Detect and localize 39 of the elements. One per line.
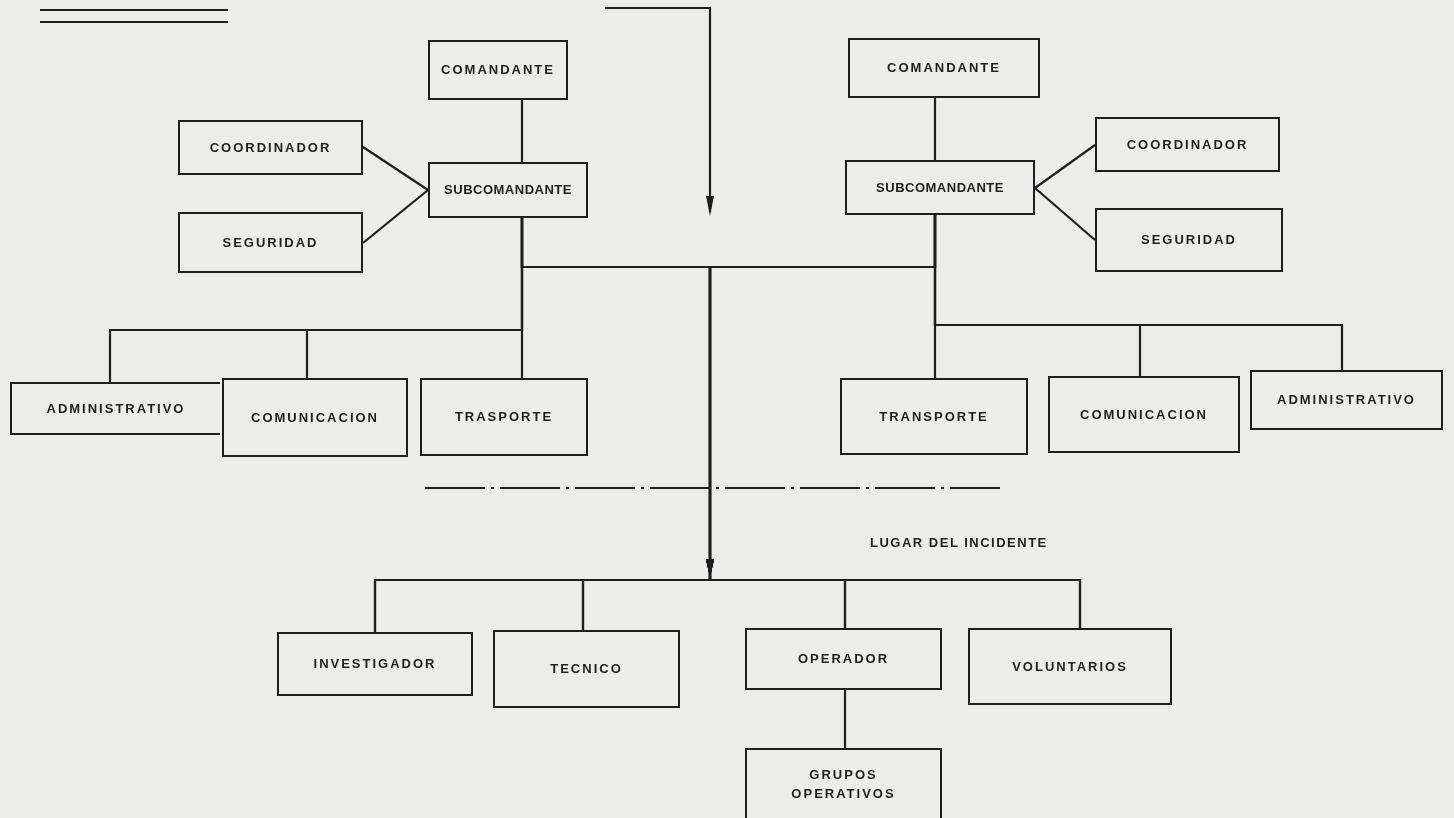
- org-box: [968, 628, 1172, 705]
- org-box: [745, 628, 942, 690]
- org-box: [178, 212, 363, 273]
- box-label: SEGURIDAD: [1141, 231, 1237, 250]
- org-box: [845, 160, 1035, 215]
- box-label: VOLUNTARIOS: [1012, 657, 1128, 676]
- box-label: COORDINADOR: [1126, 135, 1249, 154]
- org-box: [745, 748, 942, 818]
- org-box: [178, 120, 363, 175]
- box-label: ADMINISTRATIVO: [46, 399, 186, 418]
- org-box: [1250, 370, 1443, 430]
- box-label: OPERADOR: [797, 650, 890, 669]
- org-box: [848, 38, 1040, 98]
- box-label: TRANSPORTE: [879, 407, 989, 426]
- box-label: TECNICO: [550, 660, 623, 679]
- org-box: [277, 632, 473, 696]
- box-label: COMUNICACION: [251, 408, 379, 427]
- box-label: SUBCOMANDANTE: [876, 178, 1004, 197]
- box-label: SUBCOMANDANTE: [444, 181, 572, 200]
- box-label: SEGURIDAD: [222, 233, 319, 252]
- box-label: COORDINADOR: [209, 138, 332, 157]
- org-box: [1048, 376, 1240, 453]
- org-box: [1095, 117, 1280, 172]
- area-label: LUGAR DEL INCIDENTE: [870, 535, 1048, 550]
- box-label: INVESTIGADOR: [313, 655, 437, 674]
- org-box: [420, 378, 588, 456]
- org-box: [10, 382, 220, 435]
- box-label: ADMINISTRATIVO: [1277, 391, 1416, 410]
- box-label: TRASPORTE: [454, 408, 554, 427]
- box-label: GRUPOS OPERATIVOS: [790, 765, 897, 803]
- org-box: [1095, 208, 1283, 272]
- org-box: [840, 378, 1028, 455]
- box-label: COMANDANTE: [441, 61, 555, 80]
- org-box: [222, 378, 408, 457]
- box-label: COMANDANTE: [887, 59, 1001, 78]
- box-label: COMUNICACION: [1080, 405, 1208, 424]
- org-box: [428, 40, 568, 100]
- org-box: [493, 630, 680, 708]
- org-box: [428, 162, 588, 218]
